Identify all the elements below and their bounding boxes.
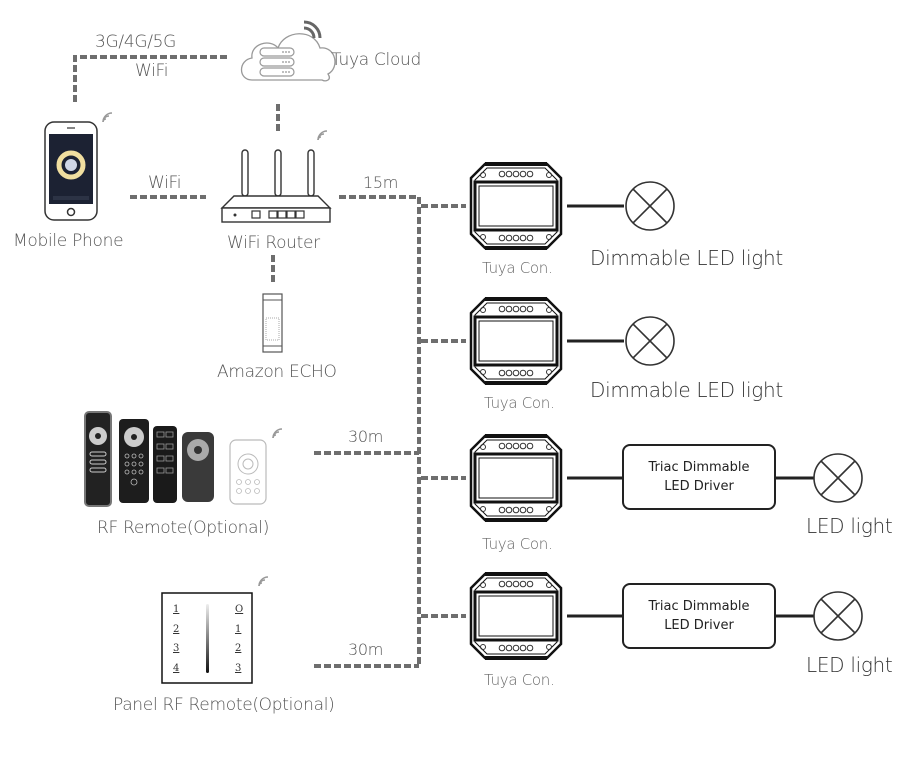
lamp-icon: [625, 316, 675, 366]
distance-label-panel-remote: 30m: [348, 640, 384, 659]
rf-remote-wifi-signal-icon: [272, 428, 283, 439]
dashed-links: [73, 55, 466, 668]
controller-label: Tuya Con.: [484, 671, 555, 689]
link-label-wifi-router: WiFi: [148, 173, 182, 193]
cloud-label: Tuya Cloud: [331, 50, 422, 70]
link-phone-cloud: [73, 55, 228, 102]
panel-right-key[interactable]: 3: [235, 663, 241, 674]
controller-label: Tuya Con.: [482, 535, 553, 553]
driver-label-line2: LED Driver: [664, 618, 734, 633]
panel-left-key[interactable]: 4: [173, 663, 179, 674]
load-label: LED light: [806, 514, 893, 538]
solid-wires: [567, 204, 814, 618]
panel-right-key[interactable]: O: [235, 604, 243, 615]
triac-driver-box: Triac Dimmable LED Driver: [622, 444, 776, 510]
cloud-server-icon: [240, 20, 336, 82]
router-wifi-signal-icon: [317, 130, 328, 141]
wifi-router-icon: [220, 149, 332, 223]
triac-driver-box: Triac Dimmable LED Driver: [622, 583, 776, 649]
controller-label: Tuya Con.: [482, 259, 553, 277]
tuya-controller-icon: [469, 434, 563, 522]
phone-wifi-signal-icon: [102, 112, 113, 123]
driver-label-line1: Triac Dimmable: [648, 460, 750, 475]
panel-right-key[interactable]: 1: [235, 624, 241, 635]
panel-remote-wifi-signal-icon: [258, 576, 269, 587]
distance-label-router: 15m: [363, 173, 399, 192]
driver-label-line2: LED Driver: [664, 479, 734, 494]
driver-label-line1: Triac Dimmable: [648, 599, 750, 614]
rf-remote-label: RF Remote(Optional): [97, 518, 270, 538]
tuya-controller-icon: [469, 297, 563, 385]
distance-label-rf-remote: 30m: [348, 427, 384, 446]
lamp-icon: [813, 591, 863, 641]
smart-speaker-icon: [262, 293, 283, 353]
panel-left-key[interactable]: 2: [173, 624, 179, 635]
link-label-wifi-cloud: WiFi: [135, 61, 169, 81]
router-label: WiFi Router: [227, 233, 320, 253]
lamp-icon: [813, 453, 863, 503]
lamp-icon: [625, 181, 675, 231]
panel-left-key[interactable]: 1: [173, 604, 179, 615]
panel-remote-icon: 1 2 3 4 O 1 2 3: [161, 592, 253, 684]
smartphone-icon: [44, 121, 98, 221]
echo-label: Amazon ECHO: [217, 362, 337, 382]
tuya-controller-icon: [469, 572, 563, 660]
link-label-cellular: 3G/4G/5G: [95, 32, 177, 52]
panel-right-key[interactable]: 2: [235, 643, 241, 654]
load-label: Dimmable LED light: [590, 378, 783, 402]
panel-left-key[interactable]: 3: [173, 643, 179, 654]
tuya-controller-icon: [469, 162, 563, 250]
load-label: LED light: [806, 653, 893, 677]
load-label: Dimmable LED light: [590, 246, 783, 270]
controller-label: Tuya Con.: [484, 394, 555, 412]
rf-remote-group-icon: [84, 411, 267, 507]
panel-remote-label: Panel RF Remote(Optional): [113, 695, 335, 715]
phone-label: Mobile Phone: [13, 231, 124, 251]
